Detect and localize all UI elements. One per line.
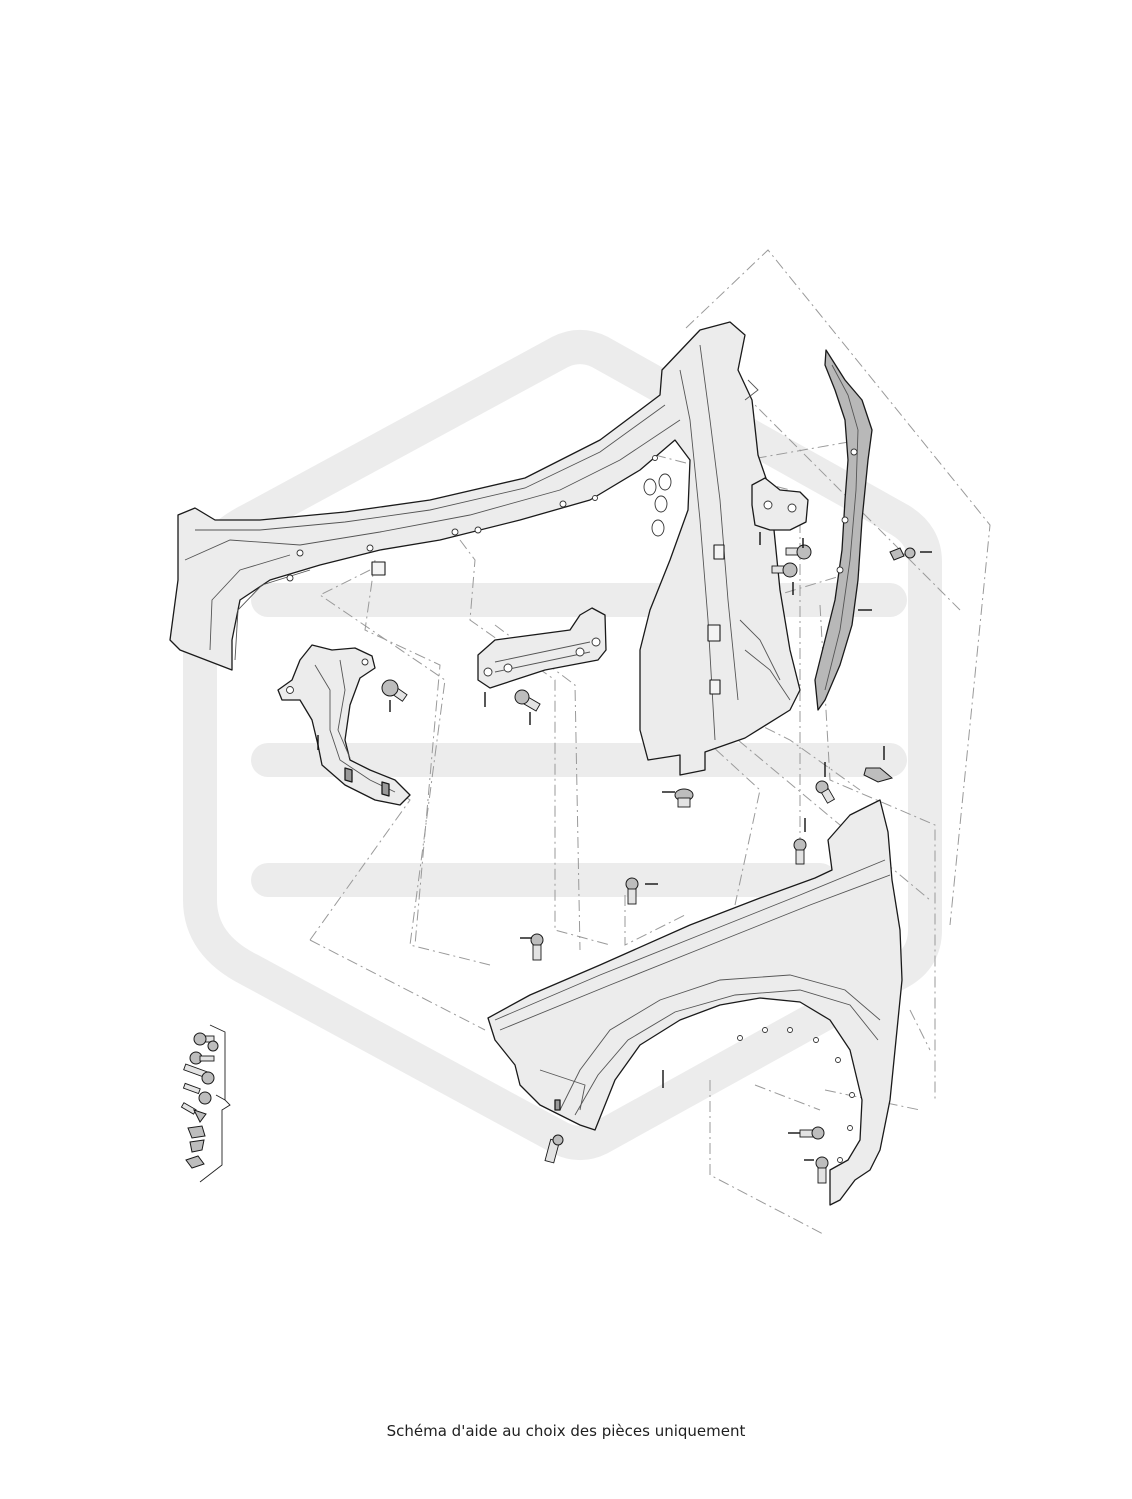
fender-seal-strip[interactable]: [814, 349, 873, 711]
fastener-kit[interactable]: [180, 1024, 231, 1183]
kit-clip-2: [187, 1125, 206, 1139]
bolt-bracket-1[interactable]: [381, 679, 408, 712]
kit-bolt-4: [182, 1082, 212, 1105]
kit-clip-4: [185, 1155, 205, 1169]
front-fender[interactable]: [487, 799, 903, 1206]
fasteners: [381, 538, 932, 1184]
bolt-fender-3[interactable]: [625, 877, 658, 905]
nut-apron[interactable]: [662, 788, 694, 808]
bolt-bracket-2[interactable]: [514, 689, 541, 725]
kit-bolt-1: [193, 1032, 219, 1052]
bolt-hinge-2[interactable]: [771, 562, 798, 595]
kit-bolt-3: [183, 1063, 215, 1085]
bolt-fender-2[interactable]: [793, 818, 807, 865]
stud-fender[interactable]: [544, 1134, 564, 1164]
bolt-hinge-1[interactable]: [785, 538, 812, 560]
kit-bolt-2: [189, 1051, 215, 1065]
bolt-fender-1[interactable]: [815, 762, 836, 804]
headlamp-support-bracket[interactable]: [277, 644, 411, 806]
clip-seal[interactable]: [889, 547, 932, 561]
bolt-fender-5[interactable]: [788, 1126, 825, 1140]
clip-seal-lower[interactable]: [863, 746, 894, 783]
inner-wheel-arch-panel[interactable]: [169, 321, 801, 776]
bolt-fender-4[interactable]: [520, 933, 544, 961]
disclaimer-caption: Schéma d'aide au choix des pièces unique…: [386, 1422, 746, 1440]
fender-mounting-bracket[interactable]: [477, 607, 607, 707]
bolt-fender-6[interactable]: [804, 1156, 829, 1184]
upper-hinge-bracket[interactable]: [751, 477, 809, 545]
kit-clip-3: [189, 1139, 205, 1153]
kit-clip-1: [180, 1102, 207, 1123]
